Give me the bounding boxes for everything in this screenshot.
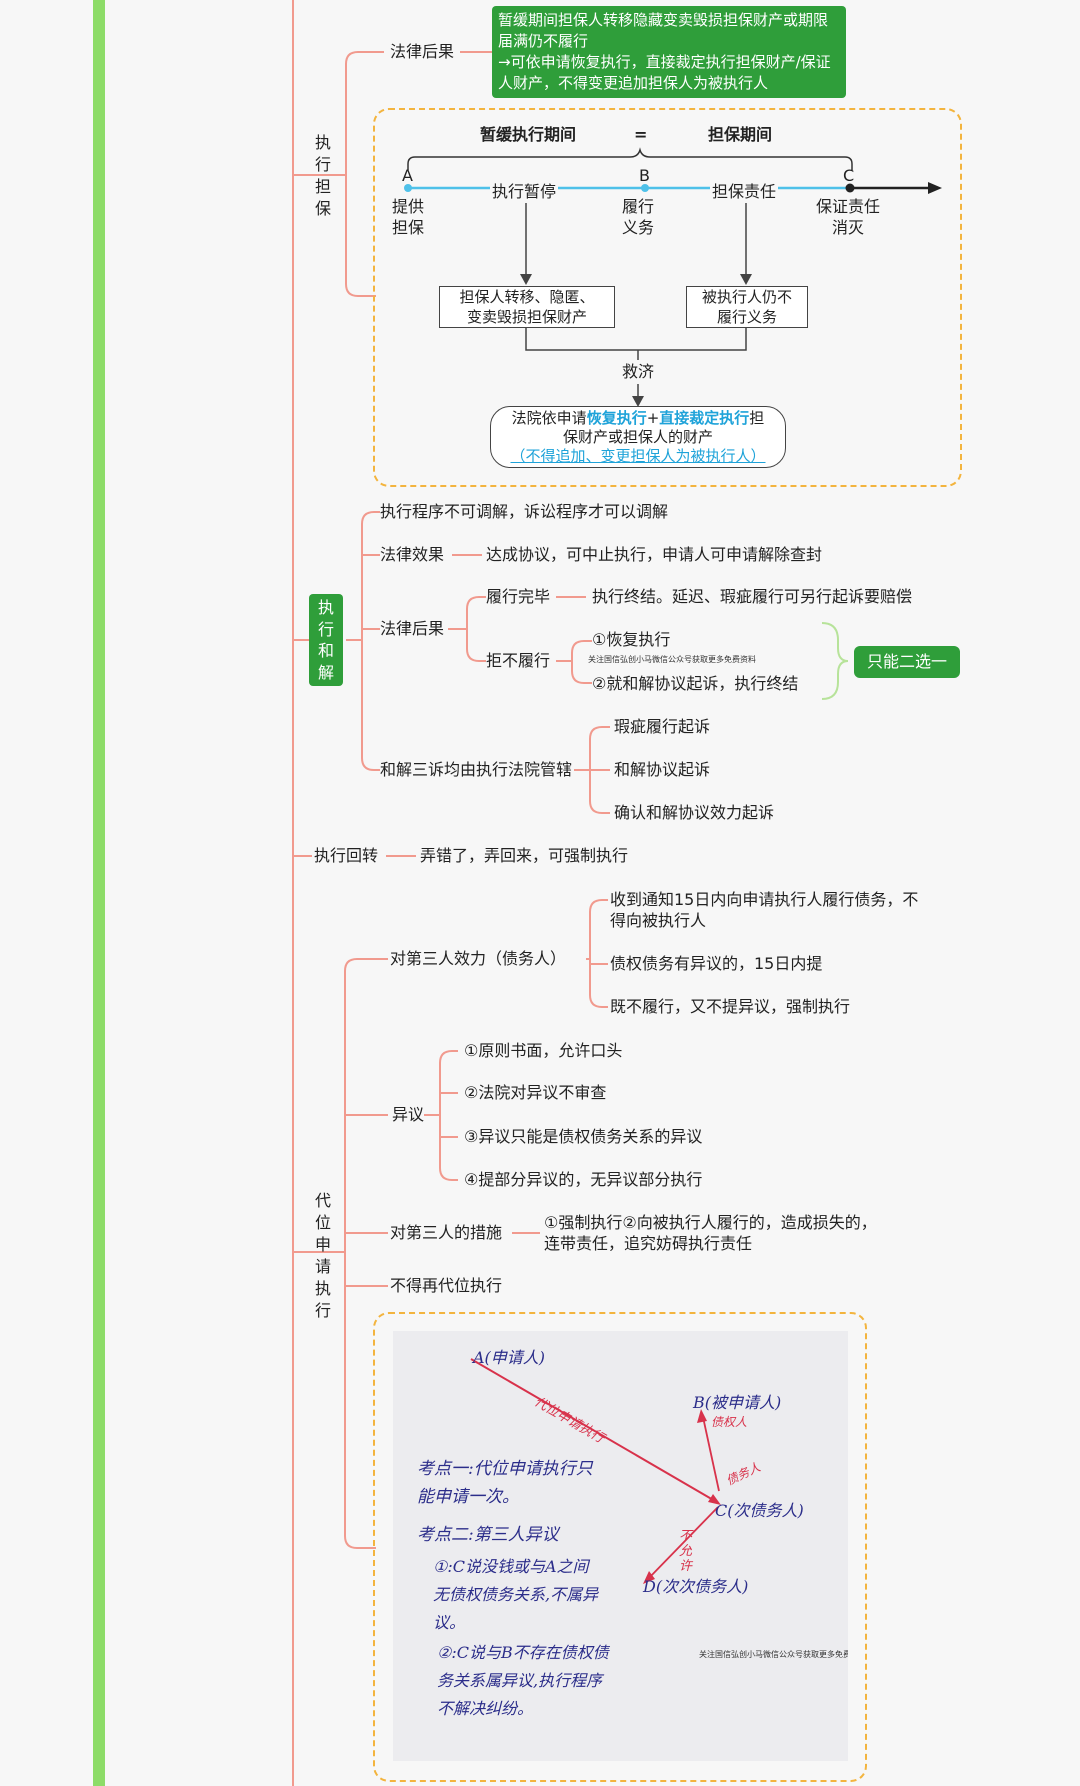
remedy-result-box: 法院依申请恢复执行+直接裁定执行担 保财产或担保人的财产 （不得追加、变更担保人… — [490, 406, 786, 468]
option-sue: ②就和解协议起诉，执行终结 — [592, 674, 799, 693]
objection-label: 异议 — [392, 1105, 425, 1124]
photo-d-subsubdebtor: D(次次债务人) — [643, 1577, 749, 1596]
result-highlight-1: 恢复执行 — [586, 409, 647, 427]
guarantee-diagram-frame — [373, 108, 962, 487]
no-repeat-subrogation: 不得再代位执行 — [390, 1276, 503, 1295]
objection-2: ②法院对异议不审查 — [464, 1083, 607, 1102]
guarantee-consequence-label: 法律后果 — [390, 42, 455, 61]
third-party-effect-1: 收到通知15日内向申请执行人履行债务，不得向被执行人 — [610, 890, 919, 930]
guarantee-consequence-box: 暂缓期间担保人转移隐藏变卖毁损担保财产或期限届满仍不履行 →可依申请恢复执行，直… — [492, 6, 846, 98]
photo-b-respondent: B(被申请人) — [693, 1393, 782, 1412]
not-performed-label: 拒不履行 — [486, 651, 551, 670]
point-a: A — [402, 166, 413, 185]
objection-3: ③异议只能是债权债务关系的异议 — [464, 1127, 703, 1146]
measures-text: ①强制执行②向被执行人履行的，造成损失的，连带责任，追究妨碍执行责任 — [544, 1213, 877, 1253]
jurisdiction-label: 和解三诉均由执行法院管辖 — [380, 760, 573, 779]
photo-not-allowed: 不允许 — [679, 1529, 693, 1574]
photo-note-1: 考点一:代位申请执行只能申请一次。 — [417, 1459, 593, 1507]
left-accent-bar — [93, 0, 105, 1786]
photo-note-4: ②:C说与B不存在债权债务关系属异议,执行程序不解决纠纷。 — [437, 1643, 609, 1718]
diagram-right-title: 担保期间 — [708, 125, 773, 144]
label-c: 保证责任 消灭 — [816, 197, 881, 237]
guarantee-consequence-text: 暂缓期间担保人转移隐藏变卖毁损担保财产或期限届满仍不履行 →可依申请恢复执行，直… — [498, 11, 831, 92]
photo-note-3: ①:C说没钱或与A之间无债权债务关系,不属异议。 — [433, 1557, 599, 1632]
result-line-2: 保财产或担保人的财产 — [562, 428, 713, 446]
objection-1: ①原则书面，允许口头 — [464, 1041, 623, 1060]
handwritten-notes-photo: A(申请人) 代位申请执行 B(被申请人) 债权人 债务人 C(次债务人) 不允… — [393, 1331, 848, 1761]
debtor-nonperformance-box: 被执行人仍不 履行义务 — [686, 286, 808, 328]
suit-defective-performance: 瑕疵履行起诉 — [614, 717, 711, 736]
photo-b-creditor: 债权人 — [711, 1415, 748, 1429]
measures-label: 对第三人的措施 — [390, 1223, 503, 1242]
third-party-effect-3: 既不履行，又不提异议，强制执行 — [610, 997, 851, 1016]
photo-c-subdebtor: C(次债务人) — [715, 1501, 804, 1520]
third-party-effect-2: 债权债务有异议的，15日内提 — [610, 954, 823, 973]
settlement-item-1: 执行程序不可调解，诉讼程序才可以调解 — [380, 502, 669, 521]
result-plus: + — [646, 409, 660, 427]
mid-left-label: 执行暂停 — [490, 181, 559, 203]
result-pre: 法院依申请 — [511, 409, 587, 427]
label-a: 提供 担保 — [392, 197, 425, 237]
section-title-subrogation: 代位申请执行 — [314, 1191, 331, 1320]
third-party-effect-label: 对第三人效力（债务人） — [390, 949, 567, 968]
remedy-label: 救济 — [622, 362, 655, 381]
result-line-1: 法院依申请恢复执行+直接裁定执行担 — [491, 409, 785, 428]
photo-watermark: 关注国信弘创小马微信公众号获取更多免费资料 — [699, 1650, 848, 1659]
section-title-guarantee: 执行担保 — [314, 133, 331, 218]
diagram-equals: = — [634, 125, 648, 144]
reversal-text: 弄错了，弄回来，可强制执行 — [420, 846, 629, 865]
label-b: 履行 义务 — [622, 197, 655, 237]
settlement-watermark: 关注国信弘创小马微信公众号获取更多免费资料 — [588, 655, 756, 664]
result-highlight-2: 直接裁定执行 — [659, 409, 750, 427]
settlement-consequence-label: 法律后果 — [380, 619, 445, 638]
diagram-left-title: 暂缓执行期间 — [480, 125, 577, 144]
main-spine — [292, 0, 294, 1786]
photo-a-applicant: A(申请人) — [473, 1348, 546, 1367]
objection-4: ④提部分异议的，无异议部分执行 — [464, 1170, 703, 1189]
settlement-effect-text: 达成协议，可中止执行，申请人可申请解除查封 — [486, 545, 823, 564]
section-title-reversal: 执行回转 — [314, 846, 379, 865]
performed-text: 执行终结。延迟、瑕疵履行可另行起诉要赔偿 — [592, 587, 913, 606]
performed-label: 履行完毕 — [486, 587, 551, 606]
result-post: 担 — [749, 409, 765, 427]
option-resume: ①恢复执行 — [592, 630, 671, 649]
point-c: C — [843, 166, 855, 185]
choice-badge-text: 只能二选一 — [866, 652, 947, 671]
point-b: B — [639, 166, 650, 185]
section-title-settlement: 执行和解 — [309, 594, 343, 686]
result-line-3: （不得追加、变更担保人为被执行人） — [510, 447, 766, 465]
photo-frame — [373, 1312, 867, 1782]
suit-confirm-validity: 确认和解协议效力起诉 — [614, 803, 775, 822]
photo-arrows — [470, 1358, 721, 1584]
mid-right-label: 担保责任 — [710, 181, 779, 203]
settlement-title-text: 执行和解 — [317, 598, 334, 682]
suit-settlement-agreement: 和解协议起诉 — [614, 760, 711, 779]
guarantor-misconduct-box: 担保人转移、隐匿、 变卖毁损担保财产 — [439, 286, 615, 328]
choice-badge: 只能二选一 — [854, 646, 960, 678]
settlement-effect-label: 法律效果 — [380, 545, 445, 564]
photo-note-2: 考点二:第三人异议 — [417, 1525, 559, 1545]
